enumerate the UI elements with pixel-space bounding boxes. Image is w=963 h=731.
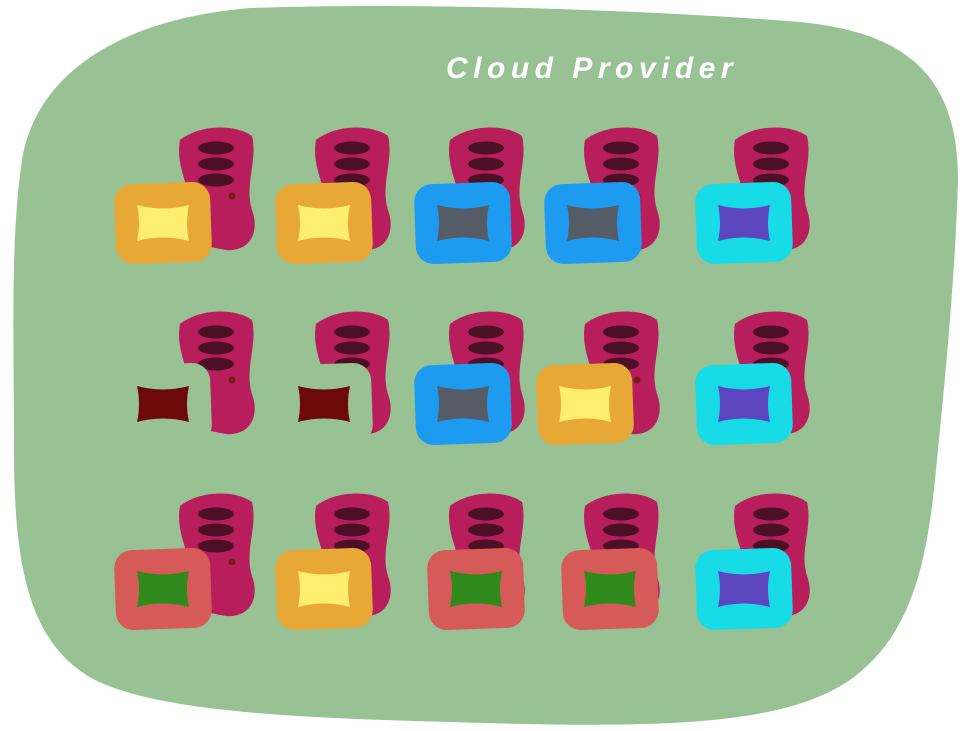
server-vent — [603, 157, 639, 171]
server-node — [536, 311, 660, 446]
server-vent — [753, 141, 789, 155]
vm-core — [137, 571, 189, 607]
vm-core — [137, 386, 189, 422]
vm-core — [298, 205, 350, 241]
vm-core — [718, 205, 770, 241]
server-vent — [753, 157, 789, 171]
server-vent — [603, 341, 639, 355]
server-vent — [198, 141, 234, 155]
vm-core — [437, 386, 489, 422]
server-node — [275, 311, 391, 446]
vm-core — [567, 205, 619, 241]
server-vent — [334, 523, 370, 537]
server-node — [414, 127, 525, 265]
vm-core — [718, 571, 770, 607]
vm-core — [584, 571, 636, 607]
server-vent — [198, 357, 234, 371]
server-vent — [198, 173, 234, 187]
server-led — [228, 192, 236, 200]
vm-core — [718, 386, 770, 422]
server-vent — [603, 141, 639, 155]
server-vent — [334, 507, 370, 521]
server-node — [275, 493, 391, 631]
server-node — [114, 493, 255, 631]
vm-core — [437, 205, 489, 241]
server-node — [544, 127, 660, 265]
server-vent — [753, 523, 789, 537]
server-vent — [198, 523, 234, 537]
server-vent — [468, 325, 504, 339]
server-vent — [198, 539, 234, 553]
server-vent — [198, 341, 234, 355]
server-node — [695, 311, 810, 446]
server-vent — [753, 325, 789, 339]
server-vent — [603, 325, 639, 339]
server-node — [695, 127, 810, 265]
server-node — [275, 127, 391, 265]
server-node — [414, 311, 525, 446]
server-vent — [198, 325, 234, 339]
server-grid — [114, 127, 810, 631]
server-vent — [753, 507, 789, 521]
server-node — [114, 127, 255, 265]
server-led — [228, 558, 236, 566]
server-vent — [468, 141, 504, 155]
server-node — [695, 493, 810, 631]
vm-core — [450, 571, 502, 607]
server-vent — [334, 341, 370, 355]
vm-core — [298, 571, 350, 607]
server-vent — [603, 523, 639, 537]
vm-core — [559, 386, 611, 422]
vm-core — [137, 205, 189, 241]
server-led — [633, 376, 641, 384]
server-vent — [468, 523, 504, 537]
server-vent — [468, 507, 504, 521]
server-vent — [603, 507, 639, 521]
vm-core — [298, 386, 350, 422]
provider-title: Cloud Provider — [446, 52, 739, 85]
server-vent — [468, 341, 504, 355]
server-vent — [334, 157, 370, 171]
server-node — [561, 493, 660, 631]
server-vent — [198, 507, 234, 521]
server-node — [427, 493, 525, 631]
server-vent — [334, 141, 370, 155]
server-node — [114, 311, 255, 446]
server-vent — [753, 341, 789, 355]
server-vent — [198, 157, 234, 171]
server-led — [228, 376, 236, 384]
server-vent — [334, 325, 370, 339]
server-vent — [468, 157, 504, 171]
